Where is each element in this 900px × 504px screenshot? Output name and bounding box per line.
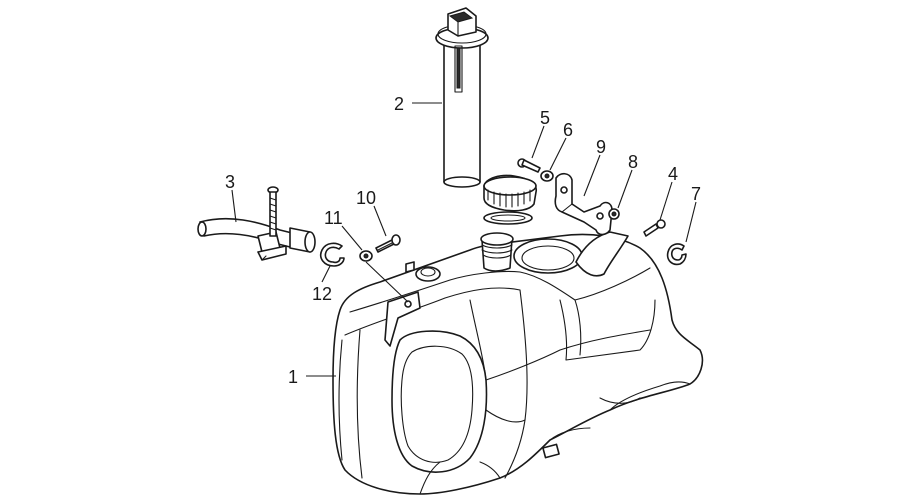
callout-9: 9 [596, 137, 606, 157]
callout-2: 2 [394, 94, 404, 114]
fuel-cap [483, 174, 538, 225]
callout-numbers: 1 2 3 4 5 6 7 8 9 10 11 12 [225, 94, 701, 387]
callout-8: 8 [628, 152, 638, 172]
callout-12: 12 [312, 284, 332, 304]
bolt-10 [375, 234, 401, 253]
circlip-left [319, 242, 345, 267]
callout-4: 4 [668, 164, 678, 184]
washer-8 [608, 208, 620, 220]
callout-10: 10 [356, 188, 376, 208]
washer-11 [359, 250, 373, 262]
bracket-9 [554, 172, 613, 236]
fuel-level-sender [435, 7, 489, 188]
bolt-4 [643, 219, 666, 237]
callout-5: 5 [540, 108, 550, 128]
leader-lines [231, 102, 697, 377]
callout-7: 7 [691, 184, 701, 204]
callout-3: 3 [225, 172, 235, 192]
breather-hose [197, 186, 316, 261]
callout-1: 1 [288, 367, 298, 387]
callout-6: 6 [563, 120, 573, 140]
bolt-5 [517, 158, 541, 173]
callout-11: 11 [324, 208, 343, 228]
washer-6 [540, 170, 554, 182]
fuel-tank [332, 231, 704, 495]
circlip-right [666, 243, 687, 266]
